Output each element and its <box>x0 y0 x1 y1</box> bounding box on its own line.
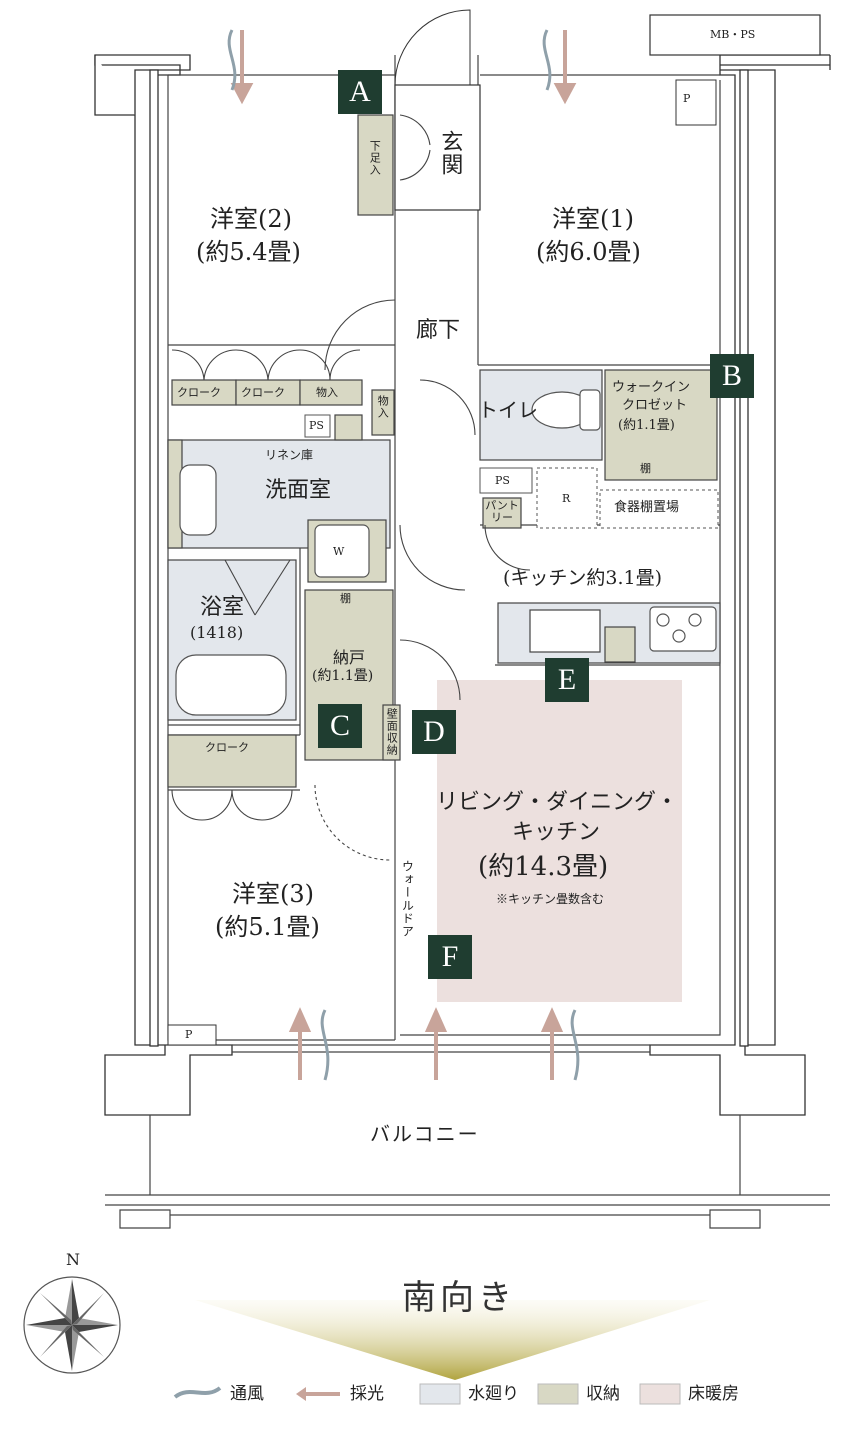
w-label: W <box>333 545 345 558</box>
legend-floor-heating-text: 床暖房 <box>688 1384 739 1404</box>
washroom-label: 洗面室 <box>265 478 332 503</box>
monoire-label-1: 物入 <box>316 386 338 399</box>
legend-storage-text: 収納 <box>586 1384 620 1404</box>
western2-name: 洋室(2) <box>210 205 292 233</box>
ldk-line2: キッチン <box>512 820 601 845</box>
legend-storage-swatch <box>537 1383 579 1405</box>
storage-shelf: 棚 <box>340 592 351 605</box>
ldk-note: ※キッチン畳数含む <box>496 892 605 906</box>
entrance-door[interactable] <box>394 9 471 86</box>
western3-name: 洋室(3) <box>232 880 314 908</box>
mb-ps-box <box>649 14 821 56</box>
ldk-size: (約14.3畳) <box>478 852 609 882</box>
north-label: N <box>66 1250 80 1269</box>
monoire-label-2: 物入 <box>376 395 390 419</box>
p-box-bottom <box>167 1024 217 1046</box>
mbps-label: MB・PS <box>710 28 756 41</box>
storage-name: 納戸 <box>333 648 366 667</box>
ventilation-marks <box>227 29 580 1081</box>
closet-label-1: クローク <box>177 386 221 399</box>
marker-e: E <box>545 658 589 702</box>
fixtures <box>175 389 717 716</box>
marker-b: B <box>710 354 754 398</box>
storage-size: (約1.1畳) <box>312 668 374 684</box>
linen-label: リネン庫 <box>265 448 314 462</box>
legend-water-text: 水廻り <box>468 1384 519 1404</box>
p-label-top: P <box>683 92 691 105</box>
legend-ventilation-text: 通風 <box>230 1384 264 1404</box>
orientation-label: 南向き <box>402 1278 516 1318</box>
marker-a: A <box>338 70 382 114</box>
wall-storage-label: 壁面収納 <box>385 708 399 756</box>
legend-daylight-icon <box>296 1387 340 1401</box>
marker-d: D <box>412 710 456 754</box>
ldk-line1: リビング・ダイニング・ <box>436 790 679 815</box>
walls <box>94 54 831 1116</box>
door-swings <box>171 114 531 861</box>
bath-size: (1418) <box>190 623 244 642</box>
pantry-label: パントリー <box>485 499 519 525</box>
toilet-label: トイレ <box>478 398 538 422</box>
legend-water-swatch <box>419 1383 461 1405</box>
walkin-line1: ウォークイン <box>612 380 691 395</box>
p-box-top <box>675 79 717 126</box>
marker-c: C <box>318 704 362 748</box>
western1-size: (約6.0畳) <box>536 238 641 266</box>
ps-box-kitchen <box>479 467 533 494</box>
ps-label-kitchen: PS <box>495 474 510 487</box>
walkin-size: (約1.1畳) <box>618 418 675 433</box>
closet-label-3: クローク <box>205 741 249 754</box>
legend-daylight-text: 採光 <box>350 1384 384 1404</box>
closet-label-2: クローク <box>241 386 285 399</box>
kitchen-appliance-spaces <box>536 467 719 529</box>
daylight-arrows <box>230 30 577 1080</box>
walkin-line2: クロゼット <box>622 398 688 413</box>
r-label: R <box>562 492 571 505</box>
marker-f: F <box>428 935 472 979</box>
dish-label: 食器棚置場 <box>614 500 680 515</box>
wall-door-label: ウォールドア <box>400 860 415 938</box>
western1-name: 洋室(1) <box>552 205 634 233</box>
walkin-shelf: 棚 <box>640 462 651 475</box>
western3-size: (約5.1畳) <box>215 913 320 941</box>
legend-ventilation-icon <box>173 1386 222 1399</box>
entrance-label: 玄関 <box>437 130 463 176</box>
balcony-label: バルコニー <box>370 1122 480 1146</box>
ps-label-wash: PS <box>309 419 324 432</box>
south-arrow <box>195 1300 710 1380</box>
ps-box-wash <box>304 414 331 438</box>
hallway-label: 廊下 <box>416 318 461 343</box>
compass-rose <box>23 1276 121 1374</box>
legend-floor-heating-swatch <box>639 1383 681 1405</box>
western2-size: (約5.4畳) <box>196 238 301 266</box>
bath-name: 浴室 <box>200 595 245 620</box>
shoe-label: 下足入 <box>368 140 382 176</box>
kitchen-label: (キッチン約3.1畳) <box>503 567 663 589</box>
floor-heating-area <box>437 680 682 1002</box>
p-label-bottom: P <box>185 1028 193 1041</box>
